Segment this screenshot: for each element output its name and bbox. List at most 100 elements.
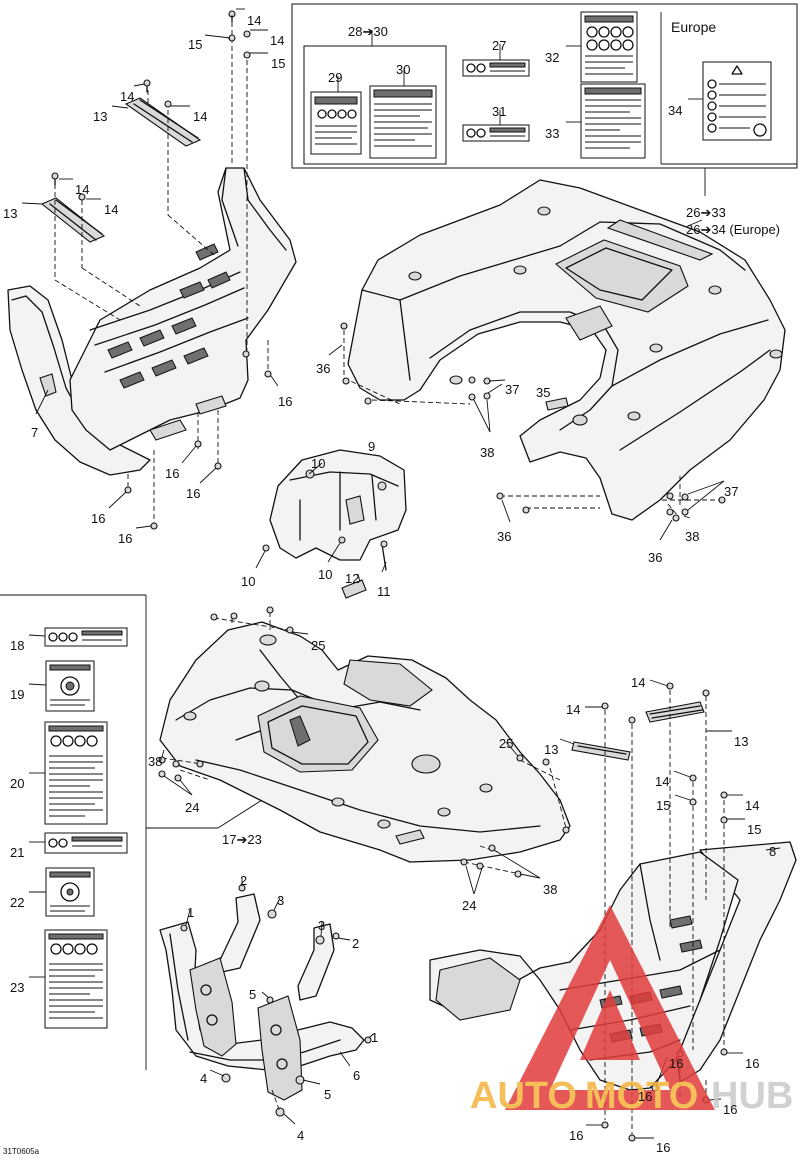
watermark-triangle-inner	[580, 990, 640, 1060]
figure-code: 31T0605a	[3, 1147, 40, 1156]
callout-c6: 6	[353, 1068, 360, 1083]
callout-c15b: 15	[271, 56, 285, 71]
decal-30	[369, 85, 437, 159]
callout-c38c: 38	[148, 754, 162, 769]
callout-c4b: 4	[297, 1128, 304, 1143]
callout-c18: 18	[10, 638, 24, 653]
callout-c14c: 14	[120, 89, 134, 104]
clamp-11	[341, 579, 367, 599]
footwell-grid	[107, 243, 231, 389]
callout-c3a: 3	[277, 893, 284, 908]
decal-panel-rear: Europe	[291, 3, 798, 196]
callout-c16h: 16	[638, 1089, 652, 1104]
callout-c16a: 16	[278, 394, 292, 409]
bracket-2a	[219, 893, 261, 973]
watermark-moto: MOTO	[585, 1075, 698, 1117]
callout-c9: 9	[368, 439, 375, 454]
callout-c16k: 16	[656, 1140, 670, 1155]
callout-c19: 19	[10, 687, 24, 702]
callout-c1a: 1	[187, 905, 194, 920]
callout-c16f: 16	[669, 1056, 683, 1071]
callout-c14j: 14	[745, 798, 759, 813]
callout-c30: 30	[396, 62, 410, 77]
callout-c25a: 25	[311, 638, 325, 653]
europe-label: Europe	[671, 19, 716, 35]
decal-22	[45, 867, 95, 917]
bracket-2b	[297, 923, 335, 1001]
callout-c14d: 14	[193, 109, 207, 124]
fasteners-top-left	[51, 10, 272, 530]
fender-8	[675, 841, 797, 1083]
front-left-footrest-assembly	[7, 8, 297, 530]
callout-c2a: 2	[240, 873, 247, 888]
storage-well	[555, 239, 689, 313]
decal-23	[44, 929, 108, 1029]
footrest-plate-13d	[571, 741, 631, 761]
decal-33	[580, 83, 646, 159]
decal-20	[44, 721, 108, 825]
callout-c16i: 16	[723, 1102, 737, 1117]
callout-c15d: 15	[747, 822, 761, 837]
callout-c16e: 16	[118, 531, 132, 546]
callout-c2634: 26➔34 (Europe)	[686, 222, 780, 237]
callout-c4a: 4	[200, 1071, 207, 1086]
rear-fender-9	[328, 179, 786, 541]
callout-c13c: 13	[734, 734, 748, 749]
callout-c3b: 3	[318, 918, 325, 933]
callout-c38d: 38	[543, 882, 557, 897]
callout-c27: 27	[492, 38, 506, 53]
footrest-plate-13a	[124, 97, 202, 147]
callout-c12: 12	[345, 571, 359, 586]
callout-c24b: 24	[462, 898, 476, 913]
callout-c34: 34	[668, 103, 682, 118]
callout-c14b: 14	[270, 33, 284, 48]
callout-c5b: 5	[324, 1087, 331, 1102]
callout-c37a: 37	[505, 382, 519, 397]
callout-c2633: 26➔33	[686, 205, 726, 220]
callout-c7: 7	[31, 425, 38, 440]
decal-18	[44, 627, 128, 647]
callout-c13a: 13	[93, 109, 107, 124]
fender-7	[7, 285, 151, 476]
footrest-plate-13b	[40, 197, 106, 243]
callout-c8: 8	[769, 844, 776, 859]
bracket-10	[255, 449, 407, 599]
watermark-hub: HUB	[711, 1075, 793, 1117]
footrest-plate-13c	[645, 701, 705, 723]
callout-c14g: 14	[631, 675, 645, 690]
decal-32	[580, 11, 638, 83]
callout-c13d: 13	[544, 742, 558, 757]
callout-c1723: 17➔23	[222, 832, 262, 847]
callout-c16c: 16	[186, 486, 200, 501]
decal-34	[702, 61, 772, 141]
callout-c32: 32	[545, 50, 559, 65]
decal-29	[310, 91, 362, 155]
callout-c35: 35	[536, 385, 550, 400]
callout-c16d: 16	[91, 511, 105, 526]
callout-c10b: 10	[318, 567, 332, 582]
decal-35	[545, 397, 569, 411]
callout-c14i: 14	[655, 774, 669, 789]
front-bumper-6	[159, 878, 374, 1125]
callout-c13b: 13	[3, 206, 17, 221]
callout-c14a: 14	[247, 13, 261, 28]
callout-c14e: 14	[75, 182, 89, 197]
callout-c36c: 36	[648, 550, 662, 565]
callout-c10c: 10	[241, 574, 255, 589]
callout-c2b: 2	[352, 936, 359, 951]
callout-c15a: 15	[188, 37, 202, 52]
callout-c33: 33	[545, 126, 559, 141]
decal-19	[45, 660, 95, 712]
watermark: AUTO MOTO HUB	[470, 905, 793, 1117]
callout-c38b: 38	[685, 529, 699, 544]
callout-c38a: 38	[480, 445, 494, 460]
decal-21	[44, 832, 128, 854]
watermark-auto: AUTO	[470, 1075, 577, 1117]
callout-c23: 23	[10, 980, 24, 995]
callout-c22: 22	[10, 895, 24, 910]
decal-31	[462, 124, 530, 142]
callout-c16j: 16	[569, 1128, 583, 1143]
callout-c37b: 37	[724, 484, 738, 499]
watermark-triangle	[505, 905, 715, 1110]
